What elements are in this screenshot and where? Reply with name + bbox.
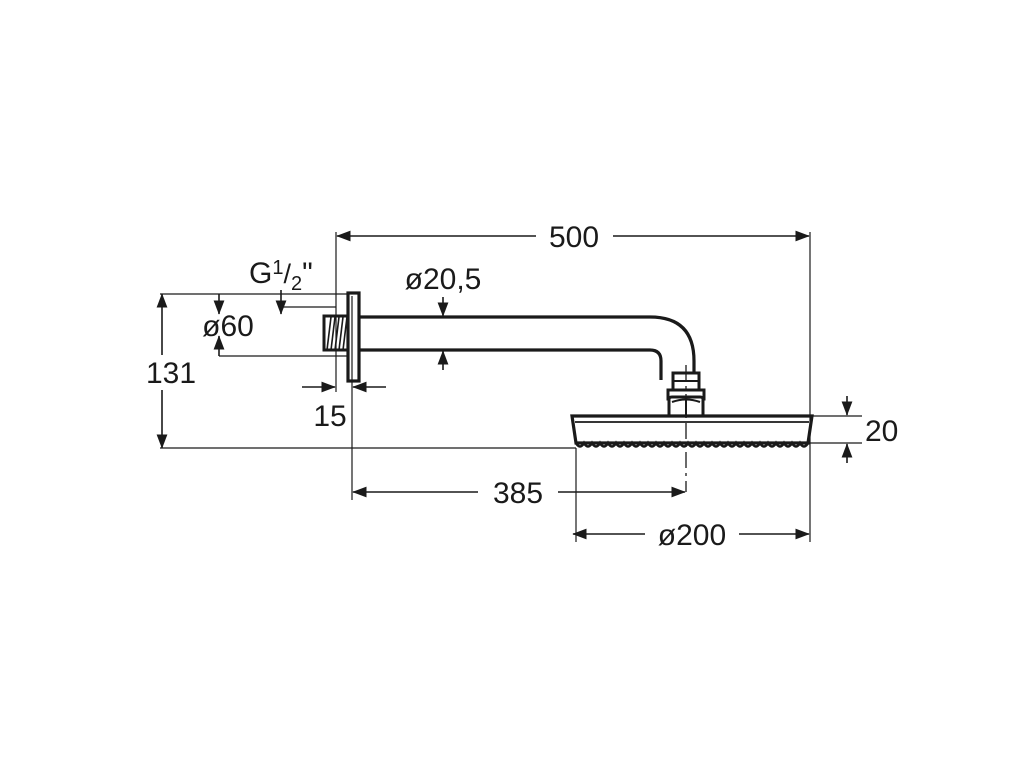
dimension-15: 15	[302, 381, 386, 433]
shower-head-body	[570, 414, 814, 448]
dimension-385: 385	[352, 477, 686, 510]
dimension-arm-diameter: ø20,5	[405, 263, 482, 370]
thread-size-label: G1/2"	[249, 257, 313, 295]
dimension-head-diameter-label: ø200	[658, 519, 726, 552]
dimension-15-label: 15	[313, 400, 346, 433]
dimension-flange-diameter-label: ø60	[202, 310, 254, 343]
extension-lines	[160, 232, 862, 542]
dimension-head-thickness: 20	[841, 396, 898, 463]
dimension-head-diameter: ø200	[572, 519, 810, 552]
dimension-head-thickness-label: 20	[865, 415, 898, 448]
dimension-thread-size: G1/2"	[249, 257, 336, 315]
dimension-385-label: 385	[493, 477, 543, 510]
dimension-131: 131	[146, 293, 196, 449]
dimension-500: 500	[336, 221, 810, 254]
dimension-flange-diameter: ø60	[202, 294, 254, 356]
dimension-500-label: 500	[549, 221, 599, 254]
shower-arm-tube	[359, 315, 696, 380]
dimension-131-label: 131	[146, 357, 196, 390]
thread-hatching	[326, 316, 348, 351]
dimension-arm-diameter-label: ø20,5	[405, 263, 482, 296]
wall-flange	[346, 291, 361, 383]
